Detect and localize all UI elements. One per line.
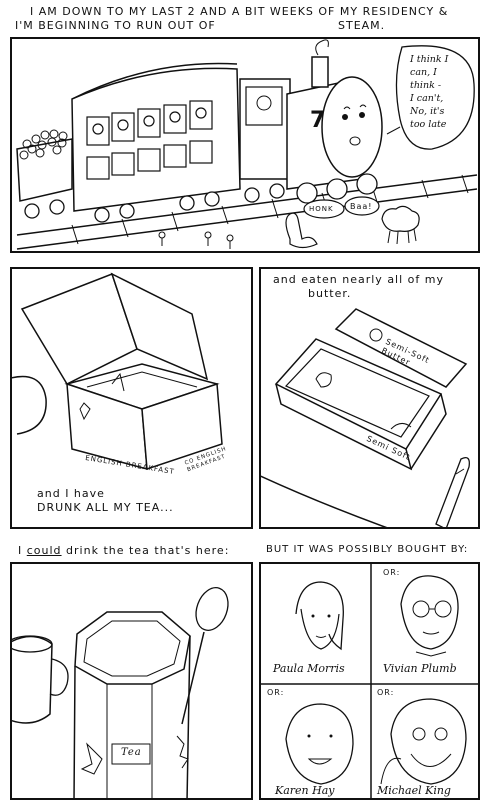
buyer-name-4: Michael King	[377, 784, 451, 797]
baa-speech: Baa!	[350, 202, 373, 211]
thought-line: No, it's	[410, 106, 445, 117]
portrait-grid	[261, 564, 478, 798]
panel-tea-tin: Tea	[10, 562, 253, 800]
butter-drawing	[261, 308, 470, 527]
caption-line: butter.	[308, 286, 352, 300]
or-label-1: OR:	[383, 568, 401, 577]
thought-line: can, I	[410, 67, 437, 78]
caption-residency: I AM DOWN TO MY LAST 2 AND A BIT WEEKS O…	[15, 5, 480, 33]
buyer-name-1: Paula Morris	[273, 662, 345, 675]
thought-line: I can't,	[410, 93, 444, 104]
honk-speech: HONK	[309, 205, 334, 213]
panel-train: 7 I think I can, I think - I can't, No, …	[10, 37, 480, 253]
caption-bought-by: BUT IT WAS POSSIBLY BOUGHT BY:	[266, 544, 469, 555]
buyer-name-2: Vivian Plumb	[383, 662, 457, 675]
caption-word-underlined: could	[26, 544, 62, 557]
or-label-3: OR:	[377, 688, 395, 697]
tea-tin-drawing	[12, 587, 229, 798]
panel-tea-box: ENGLISH BREAKFAST CO ENGLISH BREAKFAST a…	[10, 267, 253, 529]
caption-line: STEAM.	[338, 18, 386, 32]
caption-word: drink the tea that's here:	[66, 544, 230, 557]
or-label-2: OR:	[267, 688, 285, 697]
caption-line: and I have	[37, 487, 105, 500]
panel-bought-by: Paula Morris OR: Vivian Plumb OR: Karen …	[259, 562, 480, 800]
caption-line: I AM DOWN TO MY LAST 2 AND A BIT WEEKS O…	[30, 5, 449, 18]
caption-line: and eaten nearly all of my	[273, 273, 444, 286]
engine-number: 7	[310, 108, 327, 133]
train-drawing	[16, 39, 478, 250]
caption-word: I	[18, 544, 23, 557]
caption-could-drink: I could drink the tea that's here:	[18, 544, 229, 558]
caption-line: DRUNK ALL MY TEA...	[37, 500, 174, 514]
panel-butter: and eaten nearly all of my butter. Semi-…	[259, 267, 480, 529]
tea-tin-label: Tea	[121, 747, 142, 758]
thought-line: too late	[410, 119, 447, 130]
thought-line: think -	[410, 80, 442, 91]
caption-line: I'M BEGINNING TO RUN OUT OF	[15, 18, 216, 32]
tea-box-drawing	[12, 272, 223, 471]
caption-butter: and eaten nearly all of my butter.	[273, 273, 444, 301]
thought-bubble-text: I think I can, I think - I can't, No, it…	[410, 53, 472, 131]
buyer-name-3: Karen Hay	[275, 784, 335, 797]
thought-line: I think I	[410, 54, 449, 65]
caption-drunk-tea: and I have DRUNK ALL MY TEA...	[37, 487, 174, 515]
